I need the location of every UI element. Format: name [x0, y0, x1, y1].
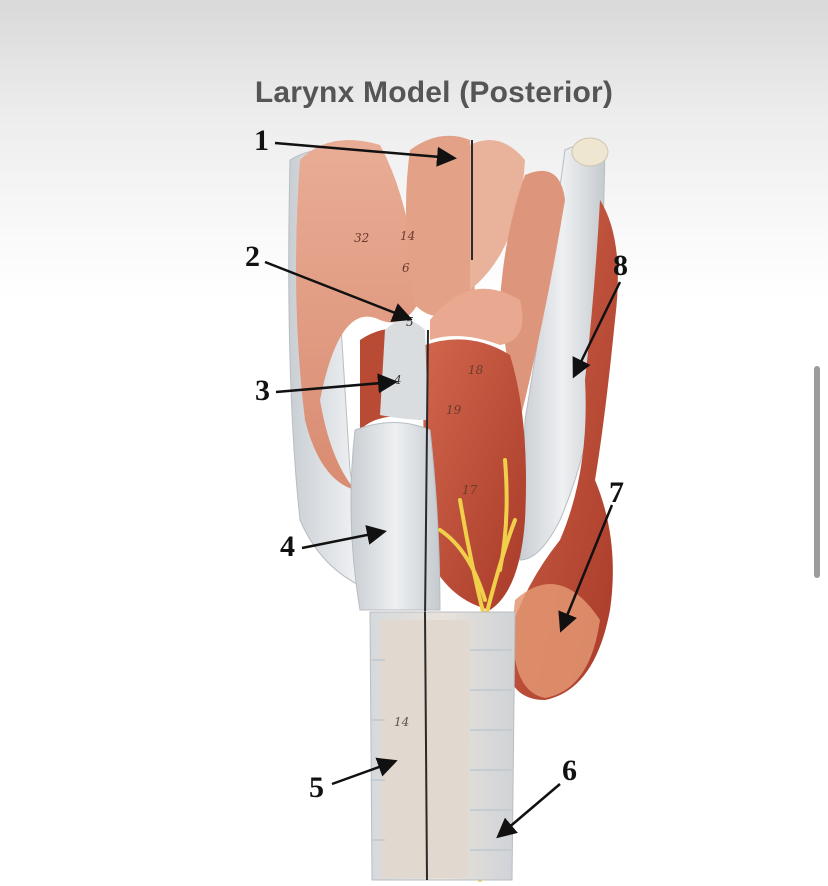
model-number-4: 4 [393, 373, 402, 387]
arytenoid-and-cricoid [350, 320, 441, 621]
arrow-8 [572, 281, 622, 379]
red-muscle-mass-right [505, 200, 618, 700]
arrow-6 [496, 783, 561, 839]
model-number-5: 5 [406, 315, 414, 329]
callout-1: 1 [254, 124, 269, 157]
model-number-32: 32 [354, 231, 369, 245]
epiglottis-and-folds [296, 135, 565, 490]
callout-5: 5 [309, 771, 324, 804]
arrow-4 [301, 525, 387, 550]
arrow-1 [274, 141, 457, 167]
callout-2: 2 [245, 240, 260, 273]
model-number-19: 19 [446, 403, 462, 417]
model-number-18: 18 [468, 363, 484, 377]
callout-8: 8 [613, 249, 628, 282]
arrow-5 [331, 757, 398, 786]
model-number-14-lower: 14 [394, 715, 409, 729]
vertical-scrollbar[interactable] [814, 366, 820, 578]
model-number-6: 6 [402, 261, 410, 275]
callout-7: 7 [609, 476, 624, 509]
pointer-arrows [264, 141, 622, 839]
callout-4: 4 [280, 530, 295, 563]
figure-title: Larynx Model (Posterior) [254, 76, 614, 109]
arrow-3 [275, 373, 398, 394]
model-number-14-upper: 14 [400, 229, 415, 243]
callout-3: 3 [255, 374, 270, 407]
model-number-17: 17 [462, 483, 478, 497]
arrow-7 [558, 504, 614, 633]
arrow-2 [264, 260, 413, 322]
trachea [369, 611, 516, 881]
callout-6: 6 [562, 754, 577, 787]
